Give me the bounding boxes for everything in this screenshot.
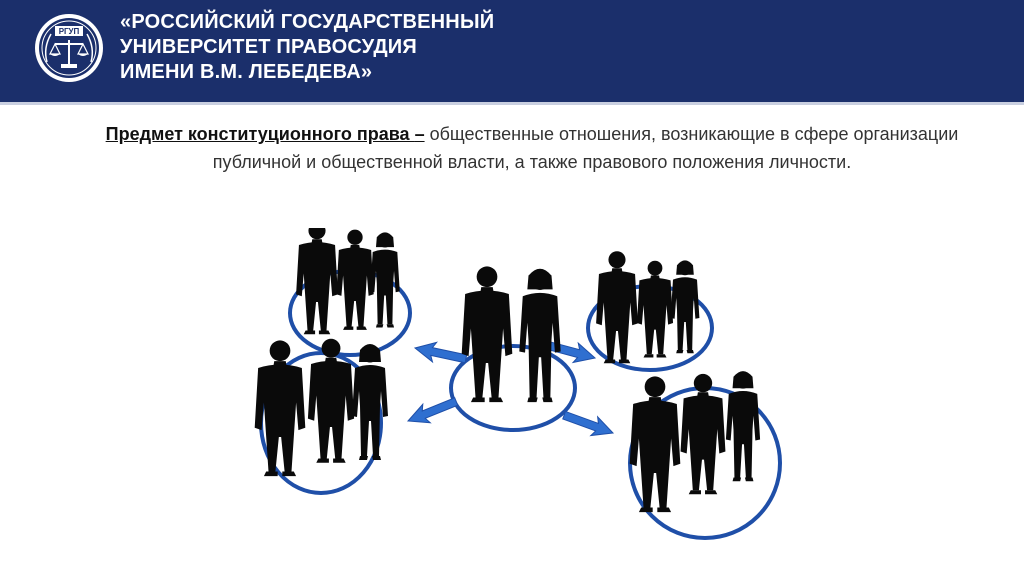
title-line-3: ИМЕНИ В.М. ЛЕБЕДЕВА» bbox=[120, 61, 373, 83]
people-groups-network-illustration bbox=[254, 228, 782, 540]
definition-text: Предмет конституционного права – обществ… bbox=[60, 120, 1004, 176]
people-silhouettes bbox=[254, 228, 761, 513]
header-bar: РГУП «РОССИЙСКИЙ ГОСУДАРСТВЕННЫЙ УНИВЕРС… bbox=[0, 0, 1024, 102]
logo-text: РГУП bbox=[59, 27, 80, 36]
title-line-2: УНИВЕРСИТЕТ ПРАВОСУДИЯ bbox=[120, 36, 417, 58]
definition-dash: – bbox=[414, 124, 425, 144]
title-line-1: «РОССИЙСКИЙ ГОСУДАРСТВЕННЫЙ bbox=[120, 11, 495, 33]
header-divider bbox=[0, 102, 1024, 105]
university-emblem-icon: РГУП bbox=[35, 14, 103, 82]
definition-term: Предмет конституционного права bbox=[105, 124, 415, 144]
university-title: «РОССИЙСКИЙ ГОСУДАРСТВЕННЫЙ УНИВЕРСИТЕТ … bbox=[120, 10, 494, 85]
definition-body: общественные отношения, возникающие в сф… bbox=[212, 124, 959, 172]
